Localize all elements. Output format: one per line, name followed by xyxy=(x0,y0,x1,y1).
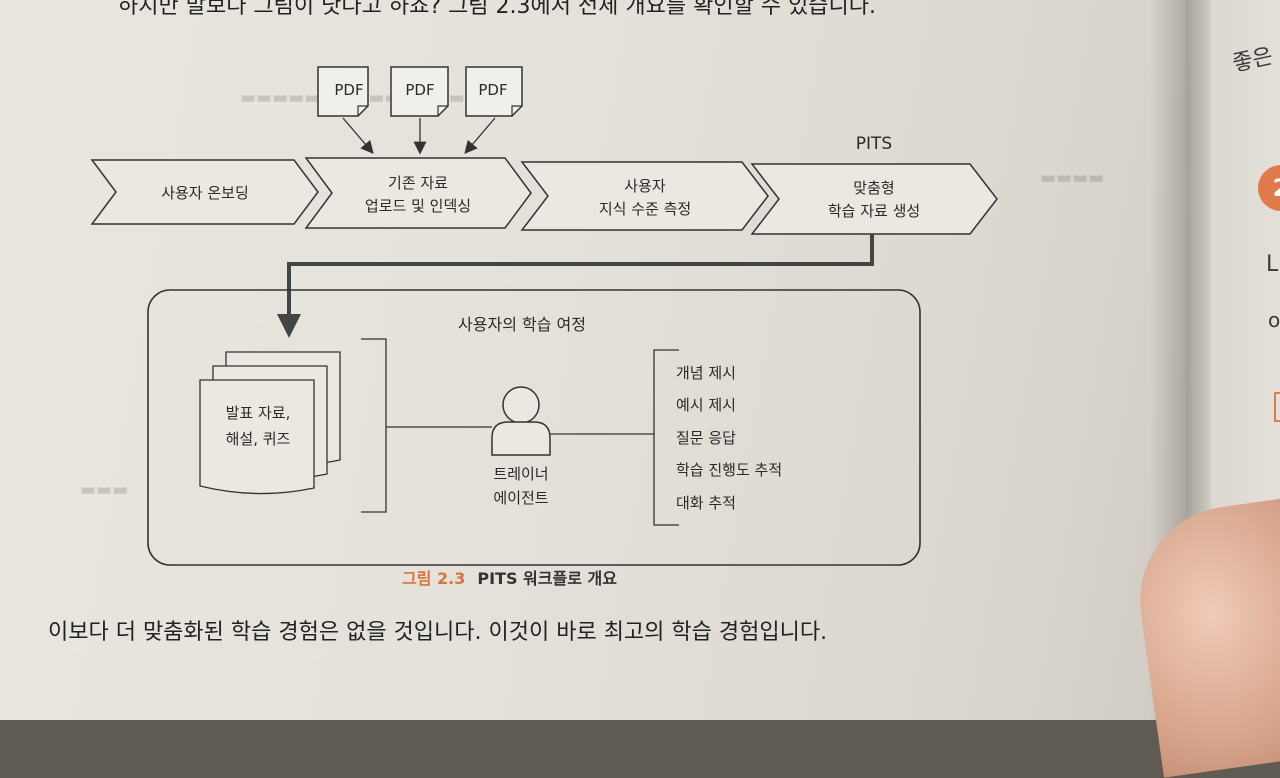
function-item: 개념 제시 xyxy=(676,364,736,382)
pits-workflow-diagram: PDF PDF PDF PITS 사용자 온보딩 기존 자료 업로드 및 인덱싱… xyxy=(90,66,998,566)
step-upload-indexing: 기존 자료 업로드 및 인덱싱 xyxy=(304,157,532,229)
right-page-marker xyxy=(1274,392,1280,422)
pdf-arrow xyxy=(342,117,374,154)
materials-bracket xyxy=(361,338,387,513)
trainer-label: 트레이너 xyxy=(493,465,548,483)
pdf-label: PDF xyxy=(334,81,363,99)
book-page-left xyxy=(0,0,1205,720)
step-label: 학습 자료 생성 xyxy=(828,202,920,220)
materials-label: 해설, 퀴즈 xyxy=(226,430,291,448)
bleed-through-text: ▬▬▬▬ xyxy=(1040,168,1105,188)
pdf-label: PDF xyxy=(478,81,507,99)
figure-title: PITS 워크플로 개요 xyxy=(477,569,617,588)
body-text-bottom: 이보다 더 맞춤화된 학습 경험은 없을 것입니다. 이것이 바로 최고의 학습… xyxy=(48,620,828,645)
figure-caption: 그림 2.3 PITS 워크플로 개요 xyxy=(402,565,617,589)
pdf-document-2: PDF xyxy=(390,66,449,117)
step-label: 사용자 xyxy=(624,177,666,195)
trainer-person-icon xyxy=(491,386,551,456)
function-item: 질문 응답 xyxy=(676,429,736,447)
learning-journey-box xyxy=(147,289,921,566)
function-item: 학습 진행도 추적 xyxy=(676,461,782,479)
pdf-arrow xyxy=(464,117,496,154)
journey-title: 사용자의 학습 여정 xyxy=(458,315,586,334)
right-page-text: Ll xyxy=(1266,252,1280,277)
step-label: 업로드 및 인덱싱 xyxy=(365,197,471,215)
pdf-document-3: PDF xyxy=(465,66,523,117)
right-page-text: o xyxy=(1268,308,1280,332)
right-page-badge: 2 xyxy=(1258,165,1280,211)
pits-label: PITS xyxy=(856,134,892,154)
step-knowledge-assessment: 사용자 지식 수준 측정 xyxy=(520,161,769,231)
materials-label: 발표 자료, xyxy=(226,404,291,422)
figure-number: 그림 2.3 xyxy=(402,569,466,588)
step-label: 사용자 온보딩 xyxy=(161,184,249,202)
functions-bracket xyxy=(653,349,679,526)
body-text-top: 하지만 말보다 그림이 낫다고 하죠? 그림 2.3에서 전체 개요를 확인할 … xyxy=(118,0,877,19)
step-label: 맞춤형 xyxy=(853,179,894,197)
step-custom-material: 맞춤형 학습 자료 생성 xyxy=(750,163,998,235)
connector-arrow xyxy=(277,234,874,338)
materials-stack: 발표 자료, 해설, 퀴즈 xyxy=(199,351,341,495)
function-item: 대화 추적 xyxy=(676,494,736,512)
pdf-document-1: PDF xyxy=(317,66,369,117)
bleed-through-text: ▬▬▬ xyxy=(80,480,129,500)
step-label: 기존 자료 xyxy=(388,174,448,192)
step-user-onboarding: 사용자 온보딩 xyxy=(90,159,319,225)
trainer-label: 에이전트 xyxy=(493,489,548,507)
step-label: 지식 수준 측정 xyxy=(599,200,691,218)
pdf-label: PDF xyxy=(405,81,434,99)
function-item: 예시 제시 xyxy=(676,396,736,414)
